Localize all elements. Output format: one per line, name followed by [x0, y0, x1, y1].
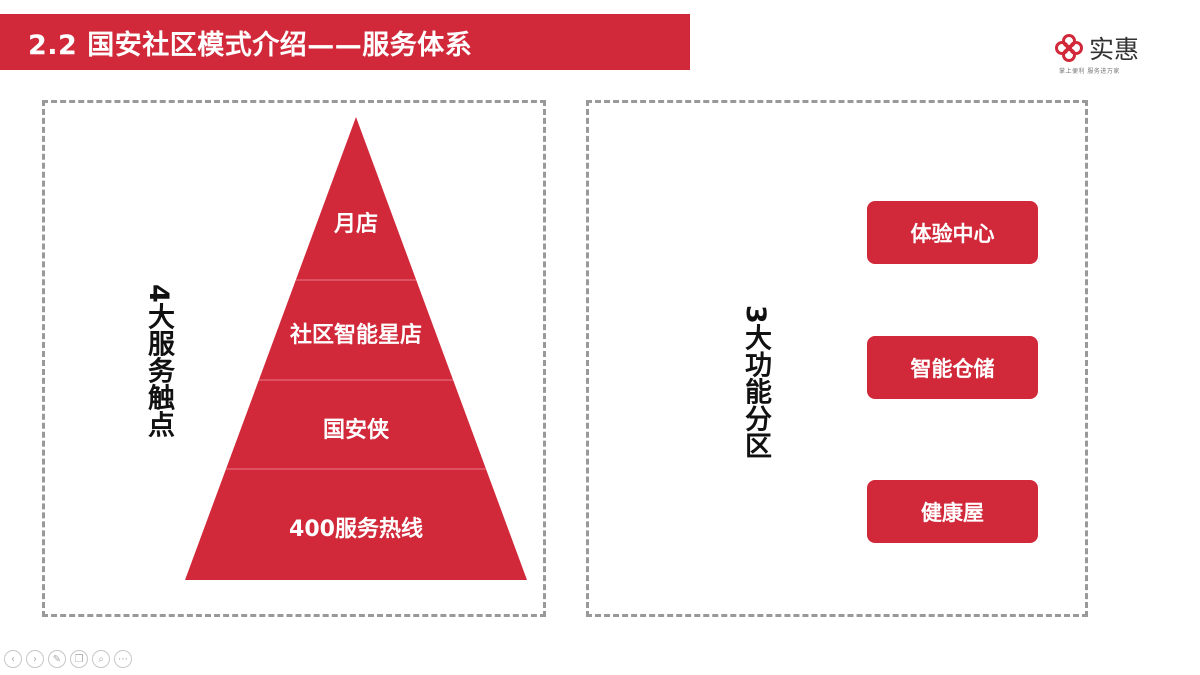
experience-center-button[interactable]: 体验中心	[867, 201, 1038, 264]
more-icon[interactable]: ⋯	[114, 650, 132, 668]
prev-icon[interactable]: ‹	[4, 650, 22, 668]
logo-name: 实惠	[1089, 35, 1140, 64]
pyramid-level-2: 社区智能星店	[289, 323, 422, 348]
slide-title-bar: 2.2 国安社区模式介绍——服务体系	[0, 14, 690, 70]
smart-storage-button[interactable]: 智能仓储	[867, 336, 1038, 399]
touchpoints-label: 4大服务触点	[143, 284, 174, 438]
logo-tagline: 掌上便利 服务进万家	[1059, 68, 1120, 75]
zones-label: 3大功能分区	[740, 305, 771, 459]
health-house-button[interactable]: 健康屋	[867, 480, 1038, 543]
logo-icon	[1055, 34, 1083, 62]
next-icon[interactable]: ›	[26, 650, 44, 668]
pyramid-shape	[185, 117, 527, 580]
pen-icon[interactable]: ✎	[48, 650, 66, 668]
service-touchpoints-panel	[42, 100, 546, 617]
slide-title: 2.2 国安社区模式介绍——服务体系	[28, 29, 473, 61]
pyramid-level-4: 400服务热线	[289, 517, 423, 542]
function-zones-panel	[586, 100, 1088, 617]
slideshow-toolbar: ‹ › ✎ ❐ ⌕ ⋯	[4, 650, 132, 668]
brand-logo: 实惠 掌上便利 服务进万家	[1055, 30, 1165, 80]
zoom-icon[interactable]: ⌕	[92, 650, 110, 668]
pyramid-level-1: 月店	[333, 212, 378, 237]
pyramid-level-3: 国安侠	[322, 418, 389, 443]
copy-icon[interactable]: ❐	[70, 650, 88, 668]
